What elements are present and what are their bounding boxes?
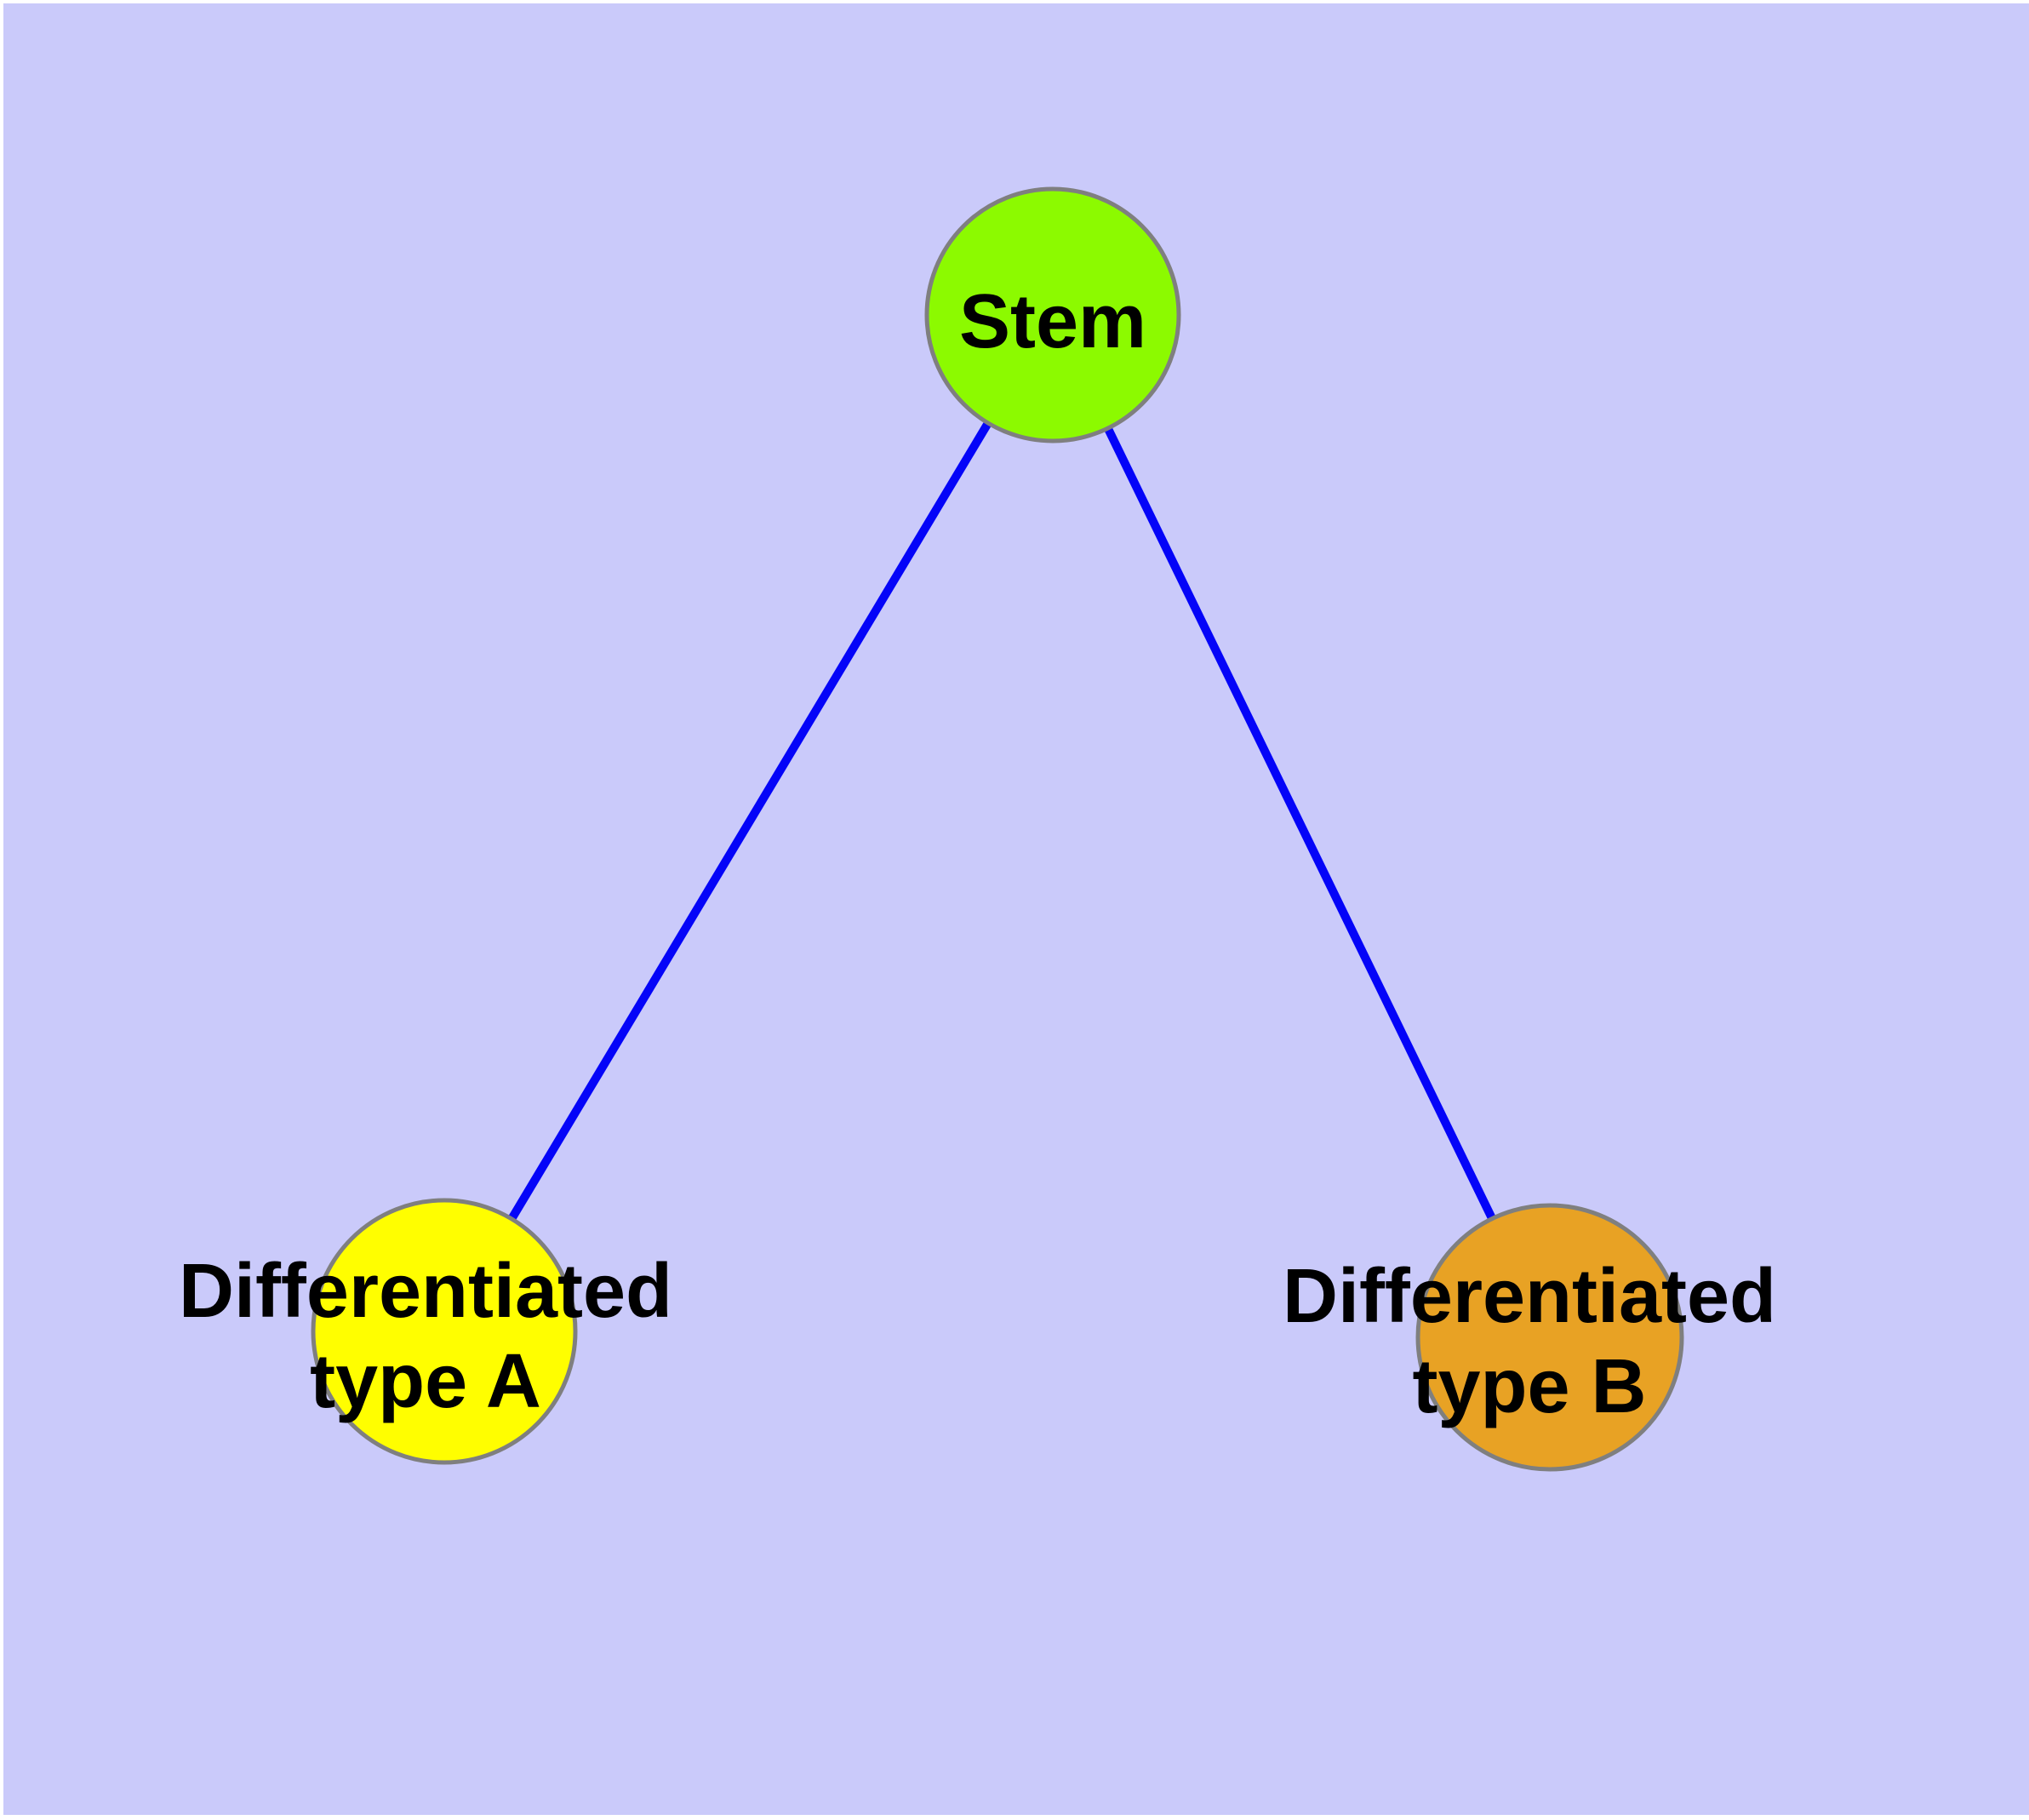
edge-stem-to-type-a	[440, 312, 1057, 1334]
stem-node-label: Stem	[959, 279, 1146, 364]
type-b-node-label-line2: type B	[1412, 1344, 1646, 1429]
node-stem: Stem	[924, 186, 1181, 444]
node-type-a: Differentiated type A	[179, 1198, 672, 1465]
edge-group	[440, 312, 1554, 1340]
edge-stem-to-type-b	[1049, 312, 1554, 1340]
type-a-node-label-line1: Differentiated	[179, 1249, 672, 1334]
type-b-node-circle	[1415, 1203, 1684, 1472]
type-a-node-label-line2: type A	[310, 1339, 541, 1424]
type-b-node-label-line1: Differentiated	[1283, 1254, 1776, 1339]
node-type-b: Differentiated type B	[1283, 1203, 1776, 1472]
stem-node-circle	[924, 186, 1181, 444]
type-a-node-circle	[311, 1198, 578, 1465]
